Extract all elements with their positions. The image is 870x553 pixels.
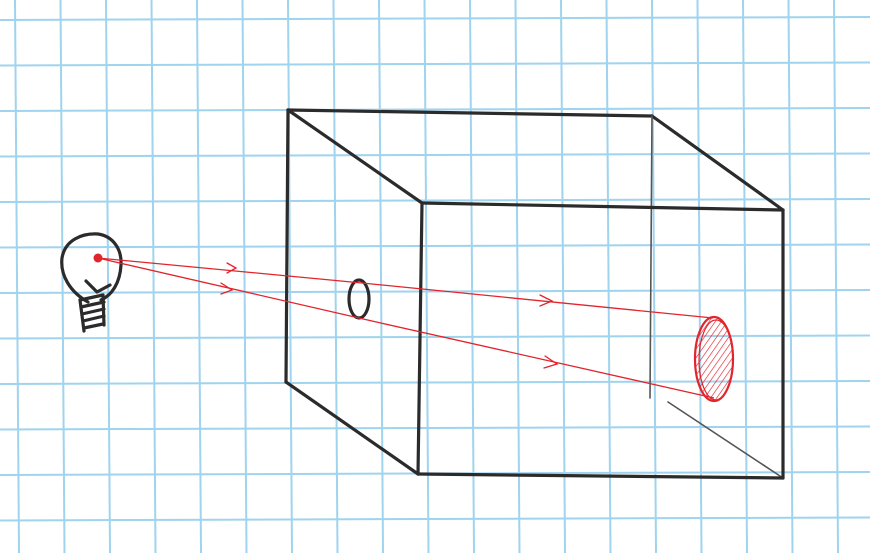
projected-spot xyxy=(695,317,733,401)
box-back-left-edge xyxy=(286,110,288,382)
